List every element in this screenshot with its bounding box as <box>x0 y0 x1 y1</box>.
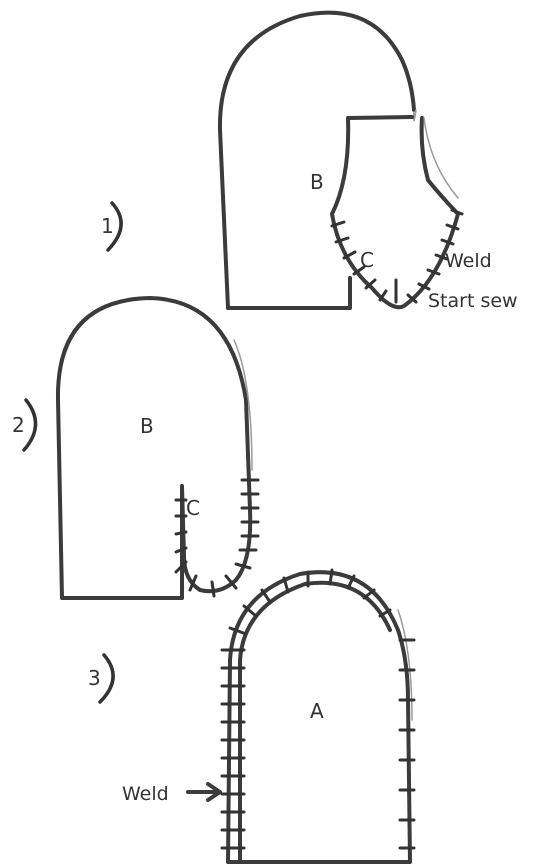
step-3-label-a: A <box>310 699 324 723</box>
step-2-group: 2 B C <box>12 298 258 598</box>
step-2-number: 2 <box>12 413 25 437</box>
step-1-number: 1 <box>101 214 114 238</box>
step-1-group: 1 B C Weld Start sew <box>101 13 518 312</box>
step-2-label-c: C <box>186 496 200 520</box>
step-2-piece-b-outline <box>58 298 250 598</box>
step-1-weld-annotation: Weld <box>445 250 492 272</box>
step-1-label-b: B <box>310 170 324 194</box>
step-1-thumb-ghost <box>424 118 458 198</box>
step-3-number: 3 <box>88 666 101 690</box>
step-2-label-b: B <box>140 414 154 438</box>
step-3-group: 3 <box>88 570 414 862</box>
step-2-paren-icon <box>24 400 36 450</box>
step-1-piece-b-outline <box>220 13 414 308</box>
step-3-paren-icon <box>100 655 113 702</box>
step-3-weld-annotation: Weld <box>122 783 169 805</box>
step-1-label-c: C <box>360 248 374 272</box>
step-1-start-sew-annotation: Start sew <box>428 290 518 312</box>
step-1-piece-b-base <box>228 278 350 308</box>
step-3-weld-arrow-icon <box>188 784 220 800</box>
